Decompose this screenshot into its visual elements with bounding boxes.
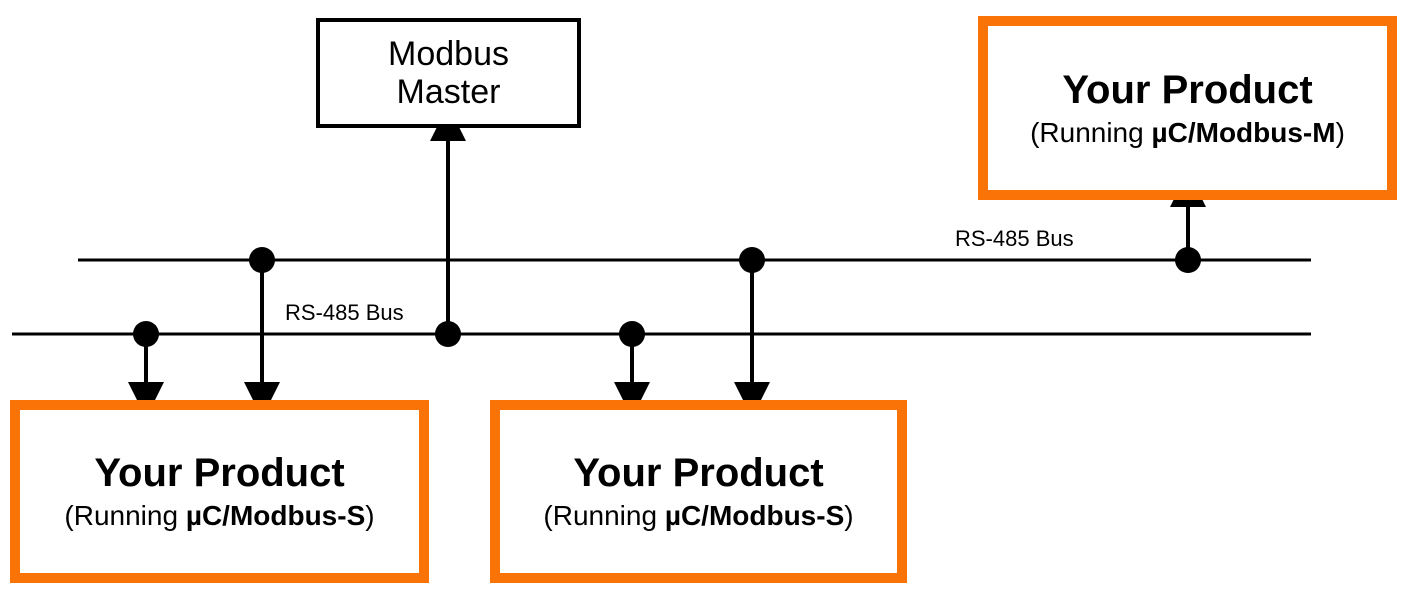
product-master-subtitle: (Running µC/Modbus-M) bbox=[1030, 117, 1345, 148]
product-master-sub-suffix: ) bbox=[1335, 116, 1345, 148]
product-slave-left-title: Your Product bbox=[94, 451, 345, 496]
upper-bus-label: RS-485 Bus bbox=[955, 226, 1074, 251]
product-slave-middle-title: Your Product bbox=[573, 451, 824, 496]
product-slave-left-sub-prefix: (Running bbox=[64, 500, 186, 532]
product-slave-middle-subtitle: (Running µC/Modbus-S) bbox=[543, 500, 853, 531]
product-slave-middle-sub-suffix: ) bbox=[844, 500, 854, 532]
product-slave-middle-sub-prefix: (Running bbox=[543, 500, 665, 532]
modbus-master-line2: Master bbox=[396, 73, 501, 111]
product-master-sub-prefix: (Running bbox=[1030, 116, 1152, 148]
modbus-master-line1: Modbus bbox=[388, 34, 509, 73]
product-master-sub-stack: µC/Modbus-M bbox=[1151, 116, 1336, 148]
junction-dot-upper-bus-right bbox=[1175, 247, 1201, 273]
product-slave-middle-sub-stack: µC/Modbus-S bbox=[664, 500, 845, 532]
product-slave-left-subtitle: (Running µC/Modbus-S) bbox=[64, 500, 374, 531]
product-slave-left-sub-stack: µC/Modbus-S bbox=[185, 500, 366, 532]
junction-dot-lower-bus-middle bbox=[619, 321, 645, 347]
product-box-modbus-slave-middle[interactable]: Your Product (Running µC/Modbus-S) bbox=[490, 400, 907, 583]
product-slave-left-sub-suffix: ) bbox=[365, 500, 375, 532]
junction-dot-lower-bus-master bbox=[435, 321, 461, 347]
lower-bus-label: RS-485 Bus bbox=[285, 300, 404, 325]
modbus-master-box[interactable]: Modbus Master bbox=[316, 18, 581, 128]
junction-dot-lower-bus-left bbox=[133, 321, 159, 347]
product-master-title: Your Product bbox=[1062, 67, 1313, 112]
product-box-modbus-master[interactable]: Your Product (Running µC/Modbus-M) bbox=[978, 16, 1397, 200]
junction-dot-upper-bus-left bbox=[249, 247, 275, 273]
product-box-modbus-slave-left[interactable]: Your Product (Running µC/Modbus-S) bbox=[10, 400, 429, 583]
junction-dot-upper-bus-middle bbox=[739, 247, 765, 273]
